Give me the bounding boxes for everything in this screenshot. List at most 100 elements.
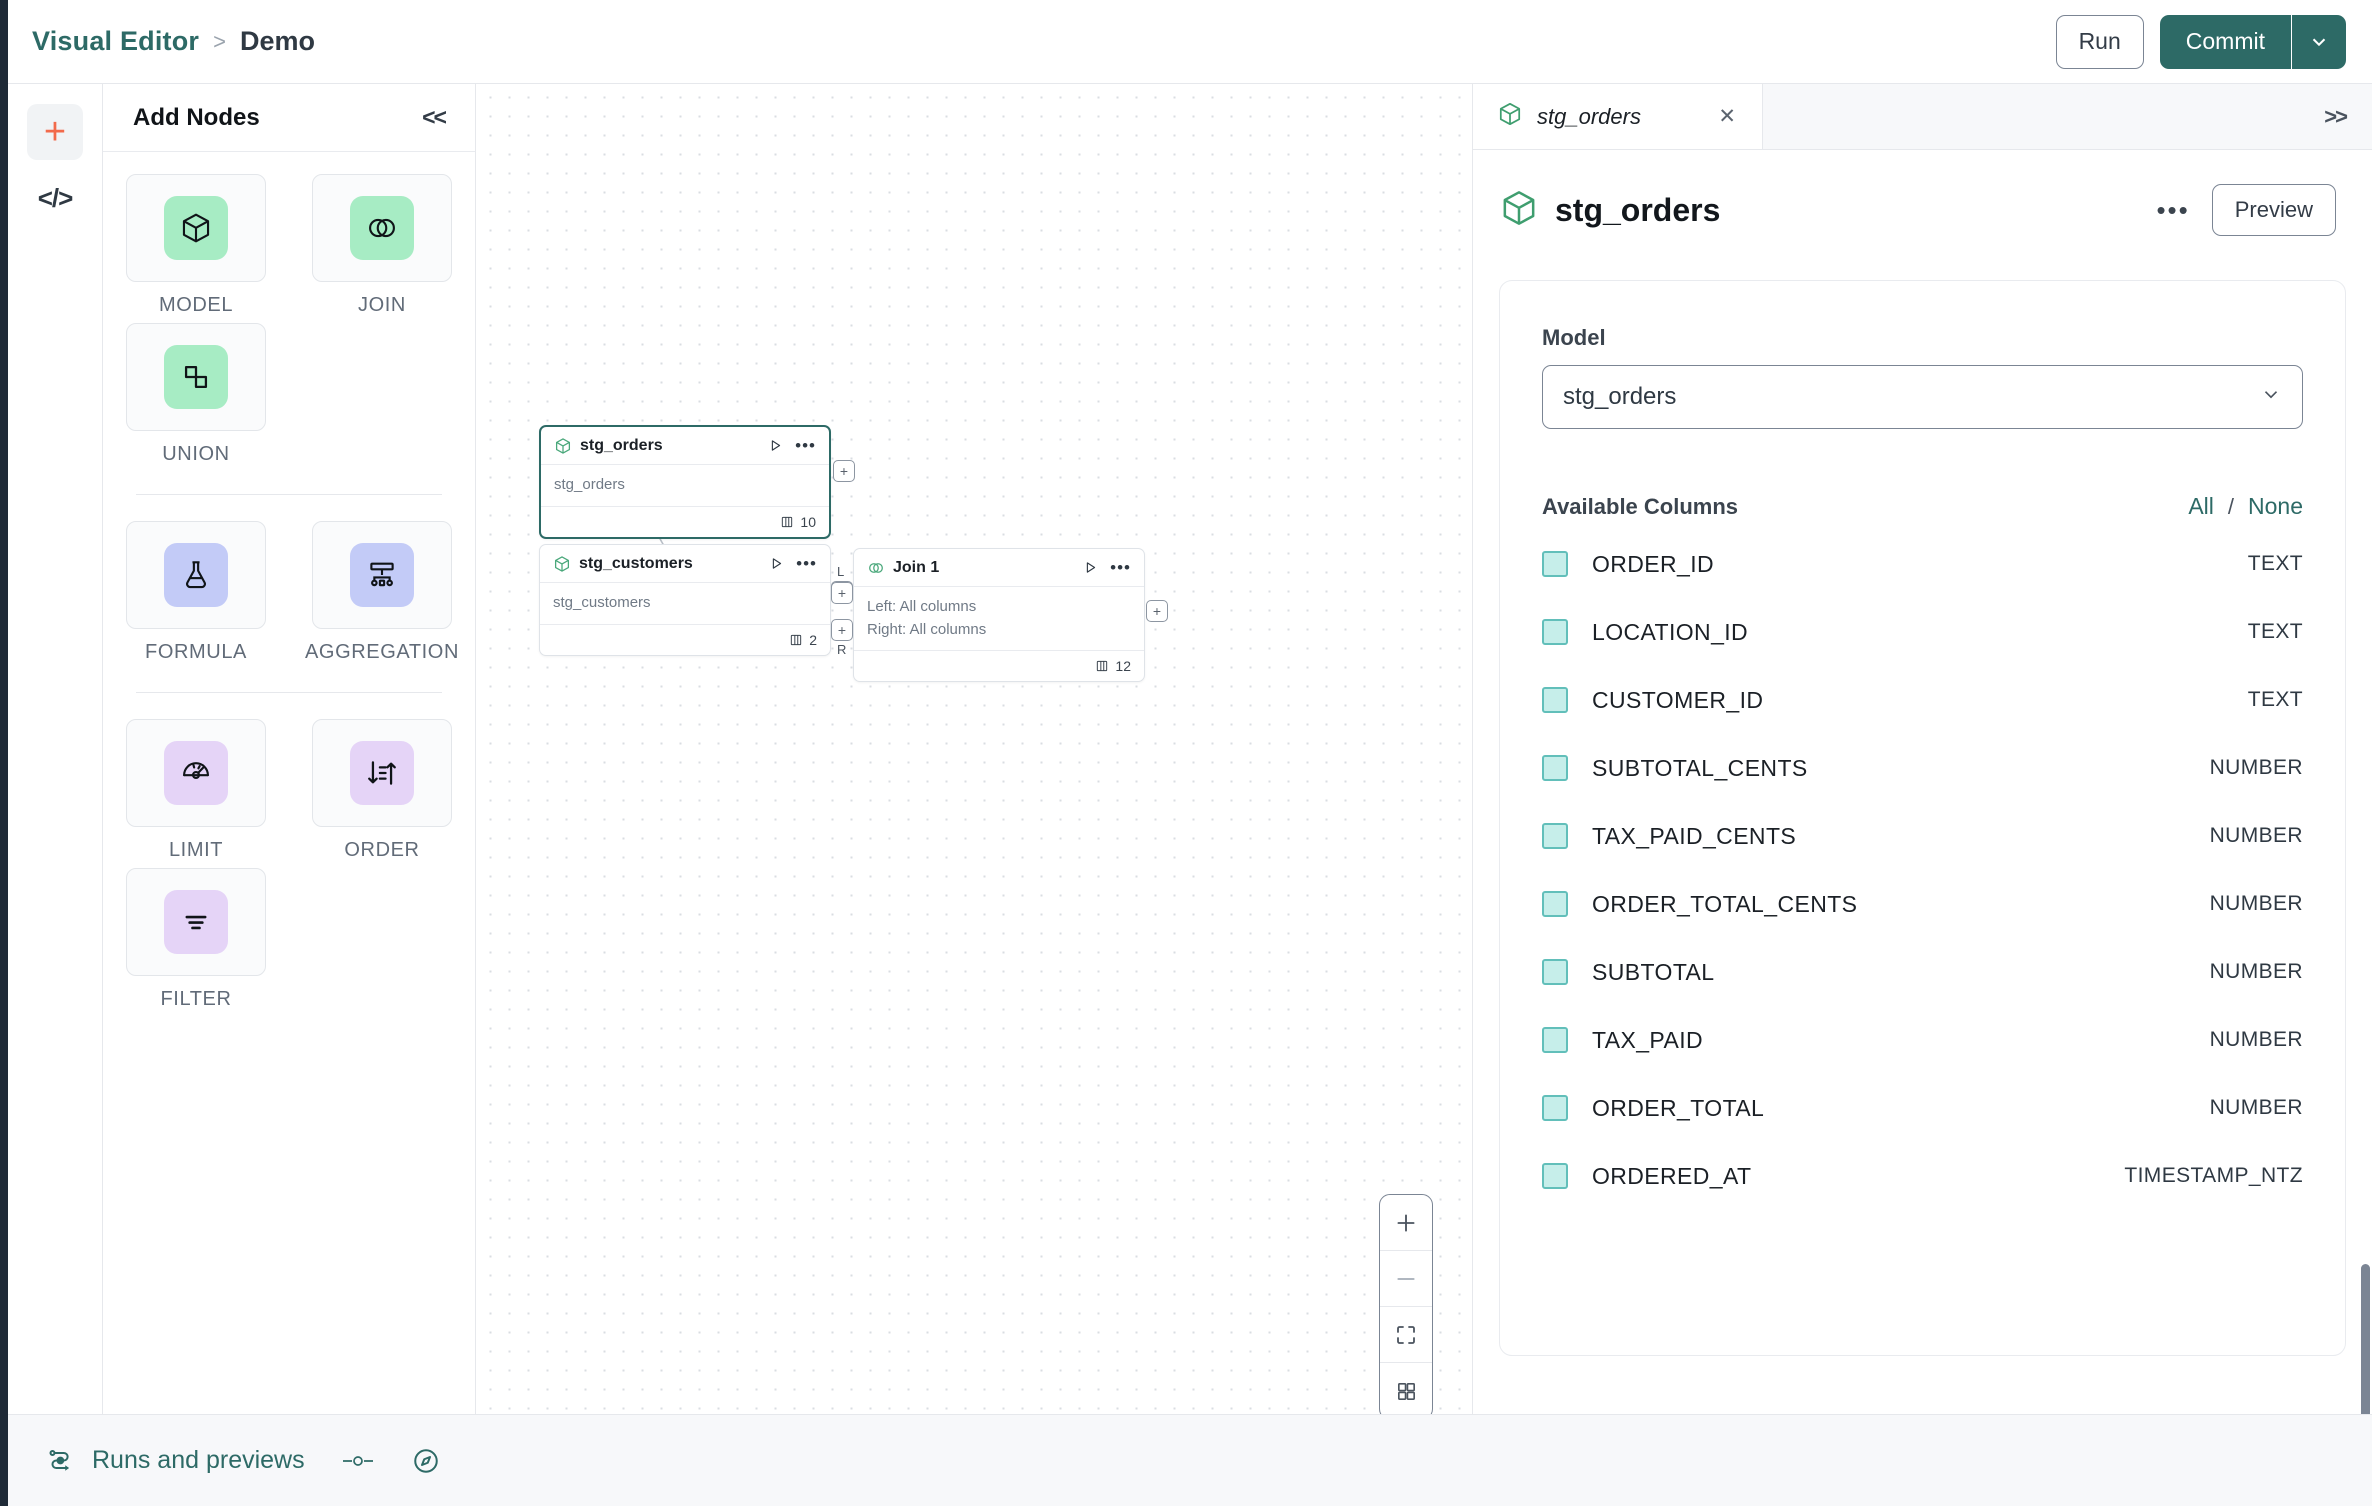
- flow-node-actions: •••: [1083, 557, 1131, 577]
- fit-view-button[interactable]: [1380, 1307, 1432, 1363]
- collapse-panel-icon[interactable]: <<: [422, 104, 447, 130]
- column-name: LOCATION_ID: [1592, 618, 1749, 645]
- inspector-title-actions: ••• Preview: [2156, 184, 2336, 236]
- breadcrumb-root-link[interactable]: Visual Editor: [32, 26, 200, 56]
- column-row[interactable]: ORDERED_AT TIMESTAMP_NTZ: [1542, 1142, 2303, 1210]
- node-palette-item-limit[interactable]: LIMIT: [103, 719, 289, 862]
- node-more-icon[interactable]: •••: [795, 435, 816, 455]
- node-run-icon[interactable]: [768, 438, 783, 453]
- limit-node-tile[interactable]: [126, 719, 266, 827]
- flow-node-stg-customers[interactable]: stg_customers ••• stg_customers 2 +: [539, 544, 853, 656]
- column-checkbox[interactable]: [1542, 687, 1568, 713]
- commit-dropdown-button[interactable]: [2292, 14, 2346, 69]
- venn-icon: [369, 218, 395, 238]
- flow-node-body-line-left: Left: All columns: [867, 598, 977, 615]
- column-checkbox[interactable]: [1542, 959, 1568, 985]
- column-checkbox[interactable]: [1542, 891, 1568, 917]
- column-row[interactable]: TAX_PAID NUMBER: [1542, 1006, 2303, 1074]
- code-view-rail-button[interactable]: </>: [27, 170, 83, 226]
- node-more-icon[interactable]: •••: [796, 553, 817, 573]
- column-checkbox[interactable]: [1542, 755, 1568, 781]
- compass-icon[interactable]: [411, 1446, 441, 1476]
- union-node-tile[interactable]: [126, 323, 266, 431]
- available-columns-title: Available Columns: [1542, 493, 1739, 519]
- node-palette-item-formula[interactable]: FORMULA: [103, 521, 289, 664]
- breadcrumb-current: Demo: [240, 26, 316, 56]
- column-row[interactable]: SUBTOTAL_CENTS NUMBER: [1542, 734, 2303, 802]
- column-row[interactable]: LOCATION_ID TEXT: [1542, 598, 2303, 666]
- column-row[interactable]: CUSTOMER_ID TEXT: [1542, 666, 2303, 734]
- grid-toggle-button[interactable]: [1380, 1363, 1432, 1414]
- aggregation-tree-icon: [370, 562, 394, 587]
- run-button[interactable]: Run: [2055, 14, 2144, 69]
- flow-canvas[interactable]: stg_orders ••• stg_orders 10 +: [477, 84, 1472, 1414]
- flow-node-stg-orders[interactable]: stg_orders ••• stg_orders 10 +: [539, 425, 855, 539]
- column-row[interactable]: SUBTOTAL NUMBER: [1542, 938, 2303, 1006]
- columns-icon: [791, 634, 802, 645]
- column-checkbox[interactable]: [1542, 1163, 1568, 1189]
- column-type: NUMBER: [2209, 824, 2303, 847]
- ellipsis-icon[interactable]: •••: [2156, 195, 2190, 225]
- join-left-input-handle[interactable]: +: [831, 582, 853, 604]
- column-name: ORDER_ID: [1592, 550, 1715, 577]
- join-output-handle[interactable]: +: [1146, 600, 1168, 622]
- inspector-scrollbar[interactable]: [2361, 1264, 2370, 1496]
- node-palette-item-model[interactable]: MODEL: [103, 174, 289, 317]
- join-node-tile[interactable]: [312, 174, 452, 282]
- column-row[interactable]: ORDER_TOTAL NUMBER: [1542, 1074, 2303, 1142]
- node-output-handle[interactable]: +: [833, 460, 855, 482]
- zoom-in-button[interactable]: [1380, 1195, 1432, 1251]
- column-row[interactable]: TAX_PAID_CENTS NUMBER: [1542, 802, 2303, 870]
- column-name: ORDERED_AT: [1592, 1162, 1752, 1189]
- top-bar: Visual Editor > Demo Run Commit: [8, 0, 2372, 84]
- columns-icon: [1097, 660, 1108, 672]
- aggregation-node-tile[interactable]: [312, 521, 452, 629]
- join-right-handle-label: R: [837, 642, 847, 657]
- node-more-icon[interactable]: •••: [1110, 557, 1131, 577]
- node-run-icon[interactable]: [1083, 560, 1098, 575]
- column-checkbox[interactable]: [1542, 1027, 1568, 1053]
- node-palette-item-union[interactable]: UNION: [103, 323, 289, 466]
- add-nodes-title: Add Nodes: [133, 103, 260, 131]
- close-icon[interactable]: ✕: [1718, 105, 1736, 128]
- commit-button[interactable]: Commit: [2159, 14, 2292, 69]
- order-node-tile[interactable]: [312, 719, 452, 827]
- model-select[interactable]: stg_orders: [1542, 365, 2303, 429]
- column-row[interactable]: ORDER_ID TEXT: [1542, 530, 2303, 598]
- node-palette-item-filter[interactable]: FILTER: [103, 868, 289, 1011]
- union-swatch: [164, 345, 228, 409]
- formula-node-tile[interactable]: [126, 521, 266, 629]
- breadcrumb-separator: >: [213, 28, 227, 54]
- column-type: NUMBER: [2209, 1028, 2303, 1051]
- app-edge-rail: [0, 0, 8, 1506]
- runs-and-previews-button[interactable]: Runs and previews: [46, 1446, 305, 1476]
- flow-node-join-1[interactable]: Join 1 ••• Left: All columns Right: All …: [831, 548, 1168, 682]
- preview-button[interactable]: Preview: [2211, 184, 2336, 236]
- node-palette-item-order[interactable]: ORDER: [289, 719, 475, 862]
- add-node-rail-button[interactable]: +: [27, 104, 83, 160]
- inspector-tab-stg-orders[interactable]: stg_orders ✕: [1473, 84, 1763, 149]
- select-all-link[interactable]: All: [2188, 493, 2214, 519]
- links-separator: /: [2227, 493, 2235, 519]
- filter-node-tile[interactable]: [126, 868, 266, 976]
- commit-button-group: Commit: [2159, 14, 2346, 69]
- node-palette-item-aggregation[interactable]: AGGREGATION: [289, 521, 475, 664]
- toggle-icon[interactable]: [341, 1450, 375, 1472]
- limit-node-label: LIMIT: [168, 839, 224, 861]
- column-type: TIMESTAMP_NTZ: [2124, 1164, 2303, 1187]
- join-right-input-handle[interactable]: +: [831, 619, 853, 641]
- node-run-icon[interactable]: [769, 556, 784, 571]
- column-checkbox[interactable]: [1542, 551, 1568, 577]
- columns-list: ORDER_ID TEXT LOCATION_ID TEXT CUSTOMER_…: [1542, 530, 2303, 1210]
- zoom-out-button[interactable]: [1380, 1251, 1432, 1307]
- cube-icon: [553, 555, 571, 573]
- model-node-tile[interactable]: [126, 174, 266, 282]
- column-checkbox[interactable]: [1542, 823, 1568, 849]
- node-palette-item-join[interactable]: JOIN: [289, 174, 475, 317]
- chevron-down-icon: [2312, 38, 2326, 46]
- expand-panel-icon[interactable]: >>: [2324, 103, 2348, 129]
- column-checkbox[interactable]: [1542, 619, 1568, 645]
- select-none-link[interactable]: None: [2248, 493, 2303, 519]
- column-checkbox[interactable]: [1542, 1095, 1568, 1121]
- column-row[interactable]: ORDER_TOTAL_CENTS NUMBER: [1542, 870, 2303, 938]
